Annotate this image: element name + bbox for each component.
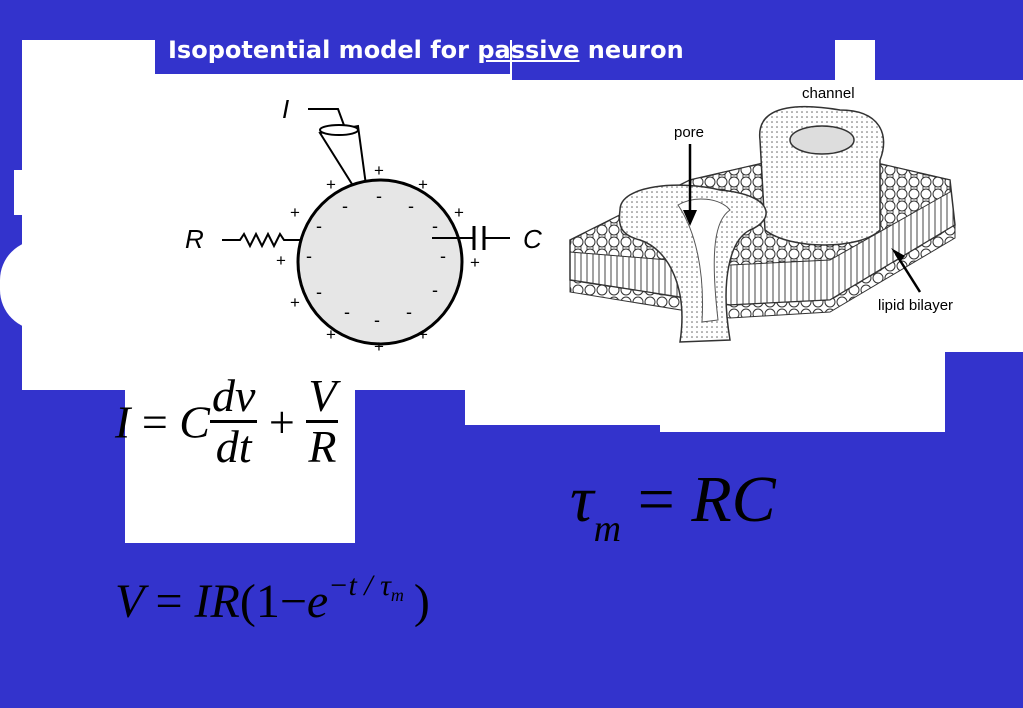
inner-charge: - — [406, 302, 412, 322]
time-constant-equation: τm = RC — [570, 462, 776, 550]
electrode-pipette — [318, 124, 370, 201]
eq-tau-subscript: m — [593, 508, 622, 550]
slide-title-text: Isopotential model for passive neuron — [168, 30, 684, 74]
outer-charge: + — [454, 203, 464, 222]
outer-charge: + — [374, 161, 384, 180]
outer-charge: + — [290, 203, 300, 222]
eq-voltage-exponent-sub: m — [390, 585, 404, 605]
inner-charge: - — [408, 196, 414, 216]
white-panel-formula — [125, 375, 355, 543]
title-prefix: Isopotential model for — [168, 36, 478, 64]
outer-charge: + — [374, 337, 384, 356]
eq-voltage-equals: = — [155, 575, 183, 628]
inner-charge: - — [432, 216, 438, 236]
inner-charge: - — [344, 302, 350, 322]
eq-voltage-e: e — [306, 575, 329, 628]
eq-tau-equals: = — [637, 463, 675, 536]
eq-current-cap: C — [179, 396, 210, 448]
white-panel-left-notch — [14, 170, 26, 215]
outer-charge: + — [276, 251, 286, 270]
lipid-bilayer-label: lipid bilayer — [878, 297, 953, 314]
resistor-symbol — [222, 231, 300, 249]
channel-protein — [759, 105, 885, 246]
eq-current-den2: R — [308, 421, 337, 473]
inner-charge: - — [306, 246, 312, 266]
eq-current-den1: dt — [215, 421, 252, 473]
slide-title — [155, 30, 510, 74]
channel-label: channel — [802, 85, 855, 102]
inner-charge: - — [374, 310, 380, 330]
eq-current-plus: + — [268, 396, 295, 448]
title-underlined-word: passive — [477, 36, 580, 64]
pore-arrow — [683, 144, 697, 226]
capacitor-symbol — [432, 226, 510, 250]
membrane-channel-illustration: channel pore lipid bilayer — [569, 85, 956, 343]
outer-charge: + — [290, 293, 300, 312]
current-label: I — [282, 94, 289, 124]
eq-tau-symbol: τ — [570, 463, 594, 536]
inner-charge: - — [376, 186, 382, 206]
pore-protein — [618, 184, 767, 343]
inner-charges: - - - - - - - - - - - - — [306, 186, 446, 330]
inner-charge: - — [342, 196, 348, 216]
cell-body-circle — [296, 178, 464, 346]
eq-voltage-minus: − — [279, 575, 307, 628]
pore-label: pore — [674, 124, 704, 141]
eq-current-equals: = — [141, 396, 168, 448]
neuron-circuit-diagram: I R C + + + + + + + + + + + - - - - - - … — [185, 94, 542, 356]
eq-voltage-close-paren: ) — [413, 575, 430, 628]
outer-charge: + — [326, 175, 336, 194]
eq-voltage-exponent: −t / τ — [328, 569, 391, 602]
outer-charge: + — [418, 325, 428, 344]
inner-charge: - — [432, 280, 438, 300]
white-panel-right-low — [660, 350, 945, 432]
current-lead-line — [308, 108, 346, 129]
eq-current-lhs: I — [115, 396, 131, 448]
capacitor-label: C — [523, 224, 542, 254]
outer-charge: + — [470, 253, 480, 272]
eq-voltage-lhs: V — [115, 575, 144, 628]
white-panel-right-top — [835, 40, 875, 85]
eq-current-num1: dv — [209, 371, 258, 424]
inner-charge: - — [316, 282, 322, 302]
eq-voltage-ir: IR — [194, 575, 240, 628]
inner-charge: - — [316, 216, 322, 236]
bilayer-arrow — [891, 248, 922, 293]
eq-voltage-one: 1 — [255, 575, 280, 628]
eq-voltage-open-paren: ( — [239, 575, 256, 628]
resistor-label: R — [185, 224, 204, 254]
eq-current-num2: V — [306, 371, 339, 424]
inner-charge: - — [440, 246, 446, 266]
outer-charges: + + + + + + + + + + + — [276, 161, 480, 356]
outer-charge: + — [326, 325, 336, 344]
voltage-equation: V = IR(1−e−t / τm) — [115, 569, 430, 629]
title-suffix: neuron — [579, 36, 684, 64]
eq-tau-rhs: RC — [691, 463, 776, 536]
outer-charge: + — [418, 175, 428, 194]
